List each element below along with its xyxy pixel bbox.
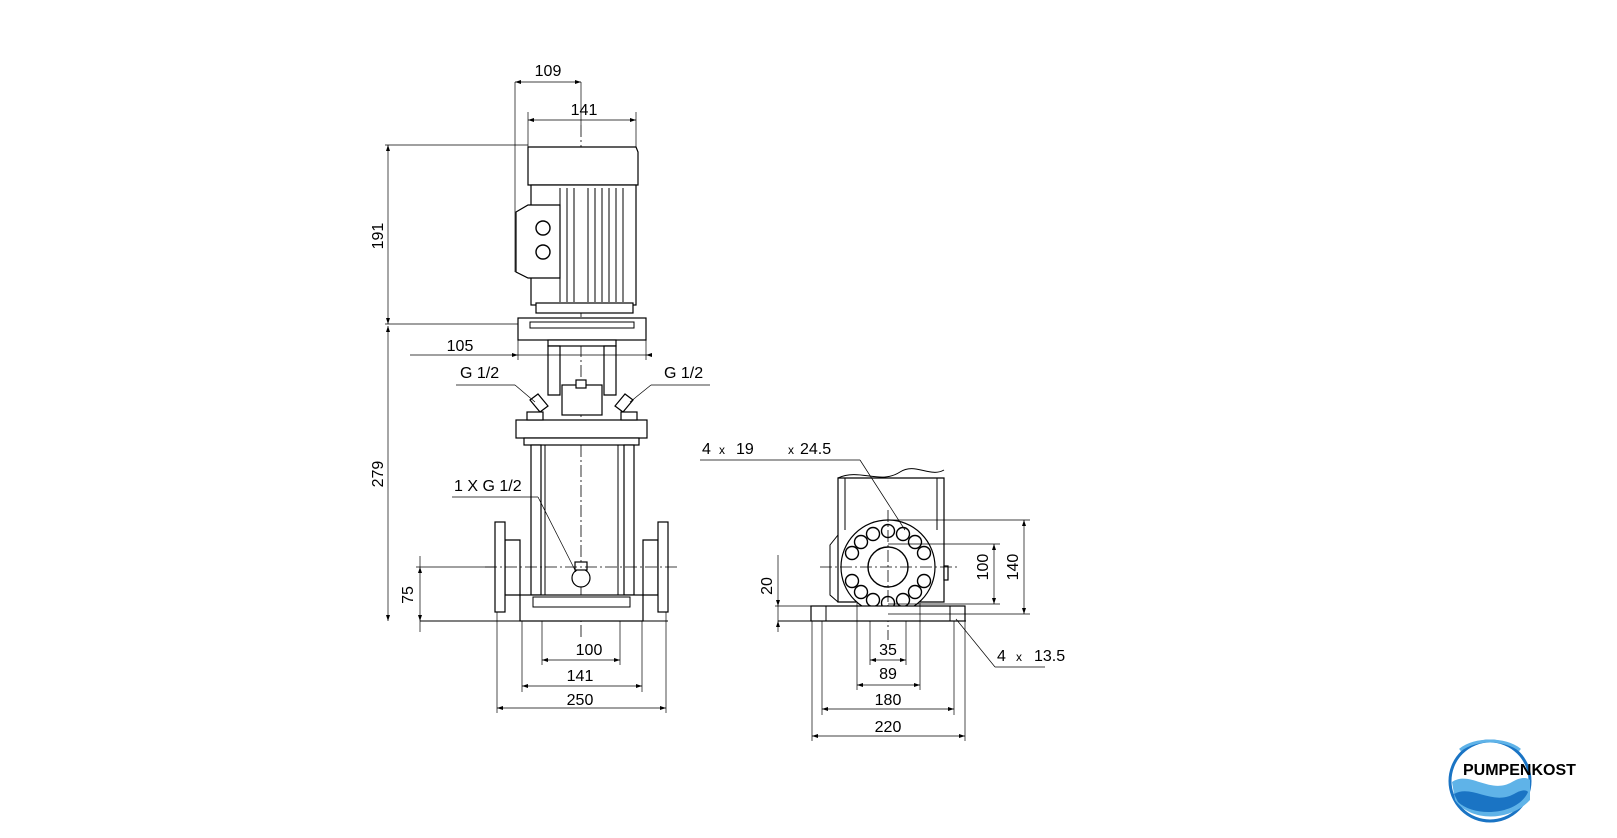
side-port-labels: G 1/2 G 1/2 1 X G 1/2 bbox=[452, 365, 710, 573]
logo-text: PUMPENKOST bbox=[1463, 762, 1576, 779]
dim-75: 75 bbox=[400, 586, 417, 604]
side-dimensions: 109 141 191 279 75 bbox=[370, 63, 667, 713]
cable-gland-bottom bbox=[535, 244, 551, 260]
dim-bolt-pcd: 24.5 bbox=[800, 441, 831, 458]
dim-bolt-diameter: 19 bbox=[736, 441, 754, 458]
side-view: 109 141 191 279 75 bbox=[370, 63, 710, 713]
dim-220: 220 bbox=[875, 719, 902, 736]
pump-head bbox=[515, 419, 648, 439]
vent-plug-left bbox=[529, 393, 549, 413]
motor-cap bbox=[527, 146, 639, 186]
terminal-box bbox=[515, 204, 561, 279]
motor-flange bbox=[517, 317, 647, 341]
end-base bbox=[810, 605, 966, 622]
dim-191: 191 bbox=[370, 223, 387, 250]
dim-180: 180 bbox=[875, 692, 902, 709]
dim-20: 20 bbox=[759, 577, 776, 595]
inlet-neck bbox=[504, 539, 521, 596]
tie-bolt-right bbox=[623, 444, 635, 596]
dim-foot-count: 4 bbox=[997, 648, 1006, 665]
coupling-guard bbox=[561, 384, 603, 416]
outlet-neck bbox=[642, 539, 659, 596]
dim-foot-diameter: 13.5 bbox=[1034, 648, 1065, 665]
dim-bolt-count: 4 bbox=[702, 441, 711, 458]
label-vent-right: G 1/2 bbox=[664, 365, 703, 382]
brand-logo: PUMPENKOST bbox=[1448, 739, 1576, 823]
label-drain: 1 X G 1/2 bbox=[454, 478, 522, 495]
label-vent-left: G 1/2 bbox=[460, 365, 499, 382]
tie-bolt-left bbox=[530, 444, 542, 596]
dim-bolt-times-1: x bbox=[719, 443, 725, 457]
pump-base bbox=[519, 594, 644, 622]
dim-100-flange: 100 bbox=[975, 554, 992, 581]
dim-35: 35 bbox=[879, 642, 897, 659]
dim-141-top: 141 bbox=[571, 102, 598, 119]
vent-plug-right bbox=[614, 393, 634, 413]
dim-89: 89 bbox=[879, 666, 897, 683]
dim-279: 279 bbox=[370, 461, 387, 488]
drain-plug bbox=[571, 568, 591, 588]
dim-141-bottom: 141 bbox=[567, 668, 594, 685]
dim-105: 105 bbox=[447, 338, 474, 355]
dim-109: 109 bbox=[535, 63, 562, 80]
cable-gland-top bbox=[535, 220, 551, 236]
flange-dimensions: 4 x 19 x 24.5 100 140 20 bbox=[700, 441, 1065, 741]
flange-view: 4 x 19 x 24.5 100 140 20 bbox=[700, 441, 1065, 741]
dim-100-side: 100 bbox=[576, 642, 603, 659]
coupling-stand bbox=[547, 345, 617, 396]
dim-250: 250 bbox=[567, 692, 594, 709]
dim-foot-times: x bbox=[1016, 650, 1022, 664]
dim-bolt-times-2: x bbox=[788, 443, 794, 457]
dim-140: 140 bbox=[1005, 554, 1022, 581]
